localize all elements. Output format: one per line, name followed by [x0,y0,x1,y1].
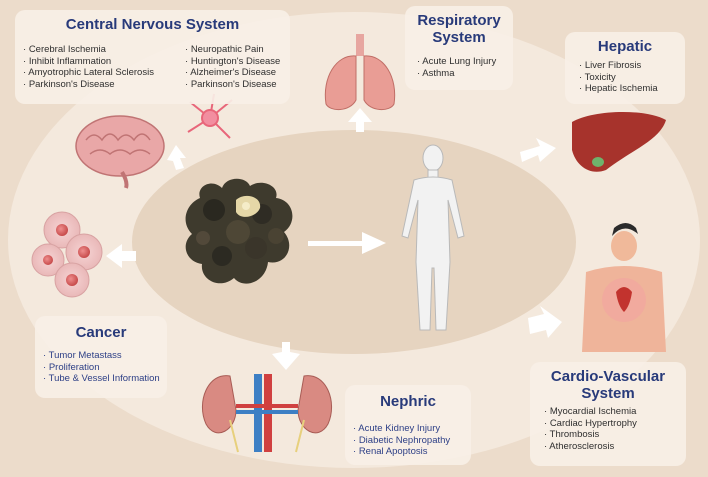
cells-image [31,211,103,298]
cns-item: Parkinson's Disease [23,79,154,91]
herb-image [185,178,293,284]
hepatic-panel: Hepatic Liver FibrosisToxicityHepatic Is… [565,32,685,104]
arrow-herb-to-body [308,232,386,254]
nephric-panel: Nephric Acute Kidney InjuryDiabetic Neph… [345,385,471,465]
cns-item: Huntington's Disease [185,56,280,68]
kidneys-image [201,374,333,453]
cns-item: Parkinson's Disease [185,79,280,91]
cns-item: Alzheimer's Disease [185,67,280,79]
cancer-item: Tube & Vessel Information [43,373,160,385]
hepatic-list: Liver FibrosisToxicityHepatic Ischemia [579,60,658,95]
arrow-to-heart [528,306,562,338]
liver-image [572,111,666,172]
torso-heart-image [582,223,666,352]
arrow-to-cells [106,244,136,268]
cns-list-right: Neuropathic PainHuntington's DiseaseAlzh… [185,44,280,90]
cancer-item: Tumor Metastass [43,350,160,362]
cns-item: Neuropathic Pain [185,44,280,56]
cns-item: Inhibit Inflammation [23,56,154,68]
arrow-to-liver [520,138,556,162]
cancer-panel: Cancer Tumor MetastassProliferationTube … [35,316,167,398]
cns-list-left: Cerebral IschemiaInhibit InflammationAmy… [23,44,154,90]
cancer-item: Proliferation [43,362,160,374]
arrow-to-kidneys [272,342,300,370]
nephric-item: Acute Kidney Injury [353,423,450,435]
cardio-vascular-panel: Cardio-Vascular System Myocardial Ischem… [530,362,686,466]
cardio-title-line2: System [581,385,635,402]
lungs-image [324,34,396,110]
cardio-title-line1: Cardio-Vascular [550,368,666,385]
human-body-figure [401,144,465,331]
cardio-vascular-item: Cardiac Hypertrophy [544,418,637,430]
cancer-title: Cancer [75,324,127,341]
hepatic-item: Toxicity [579,72,658,84]
arrow-to-lungs [348,108,372,132]
nephric-list: Acute Kidney InjuryDiabetic NephropathyR… [353,423,450,458]
cardio-vascular-item: Thrombosis [544,429,637,441]
cardio-vascular-item: Atherosclerosis [544,441,637,453]
respiratory-list: Acute Lung InjuryAsthma [417,56,496,79]
cardio-vascular-list: Myocardial IschemiaCardiac HypertrophyTh… [544,406,637,452]
cns-title: Central Nervous System [65,16,240,33]
nephric-item: Renal Apoptosis [353,446,450,458]
cancer-list: Tumor MetastassProliferationTube & Vesse… [43,350,160,385]
arrow-to-brain [167,145,186,170]
cns-panel: Central Nervous System Cerebral Ischemia… [15,10,290,104]
respiratory-title-line1: Respiratory [417,12,501,29]
hepatic-item: Liver Fibrosis [579,60,658,72]
brain-image [75,115,165,189]
cardio-vascular-item: Myocardial Ischemia [544,406,637,418]
hepatic-item: Hepatic Ischemia [579,83,658,95]
cns-item: Amyotrophic Lateral Sclerosis [23,67,154,79]
nephric-title: Nephric [380,393,436,410]
respiratory-title-line2: System [432,29,486,46]
respiratory-panel: Respiratory System Acute Lung InjuryAsth… [405,6,513,90]
cns-item: Cerebral Ischemia [23,44,154,56]
hepatic-title: Hepatic [597,38,653,55]
nephric-item: Diabetic Nephropathy [353,435,450,447]
respiratory-item: Asthma [417,68,496,80]
respiratory-item: Acute Lung Injury [417,56,496,68]
